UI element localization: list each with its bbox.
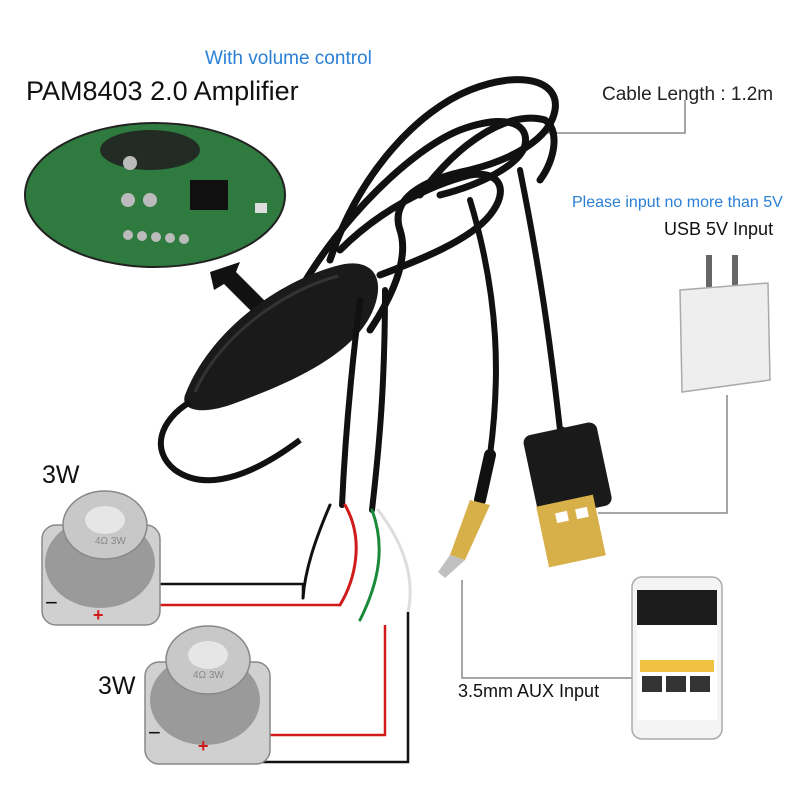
- cable-coil: [296, 76, 559, 334]
- speaker-1-power-label: 3W: [42, 461, 80, 489]
- speaker-2-minus: −: [148, 720, 161, 745]
- pcb-closeup: [24, 122, 286, 268]
- speaker-1: [41, 490, 161, 626]
- usb-callout-line: [598, 395, 728, 514]
- volume-control-subtitle: With volume control: [205, 48, 372, 69]
- speaker-1-plus: +: [93, 605, 104, 625]
- speaker-1-minus: −: [45, 590, 58, 615]
- controller-tail-cable: [157, 399, 302, 484]
- amplifier-chip-icon: [190, 180, 228, 210]
- speaker-wires: [301, 503, 412, 622]
- usb-wall-adapter: [679, 255, 771, 393]
- speaker-2: [144, 625, 271, 765]
- speaker-2-power-label: 3W: [98, 672, 136, 700]
- speaker-2-plus: +: [198, 736, 209, 756]
- usb-plug: [523, 422, 612, 568]
- arrow-up-left-icon: [210, 262, 270, 318]
- smartphone: [631, 576, 723, 740]
- cable-length-label: Cable Length : 1.2m: [602, 84, 774, 105]
- aux-callout-line: [461, 580, 635, 679]
- aux-jack: [438, 449, 496, 578]
- speaker-2-spec: 4Ω 3W: [193, 670, 224, 681]
- speaker-1-spec: 4Ω 3W: [95, 536, 126, 547]
- usb-input-label: USB 5V Input: [664, 219, 774, 239]
- product-title: PAM8403 2.0 Amplifier: [26, 76, 299, 106]
- cable-length-callout-line: [540, 100, 686, 134]
- usb-voltage-note: Please input no more than 5V: [572, 194, 783, 211]
- output-cables: [339, 167, 563, 513]
- aux-input-label: 3.5mm AUX Input: [458, 681, 600, 701]
- volume-controller: [184, 263, 379, 411]
